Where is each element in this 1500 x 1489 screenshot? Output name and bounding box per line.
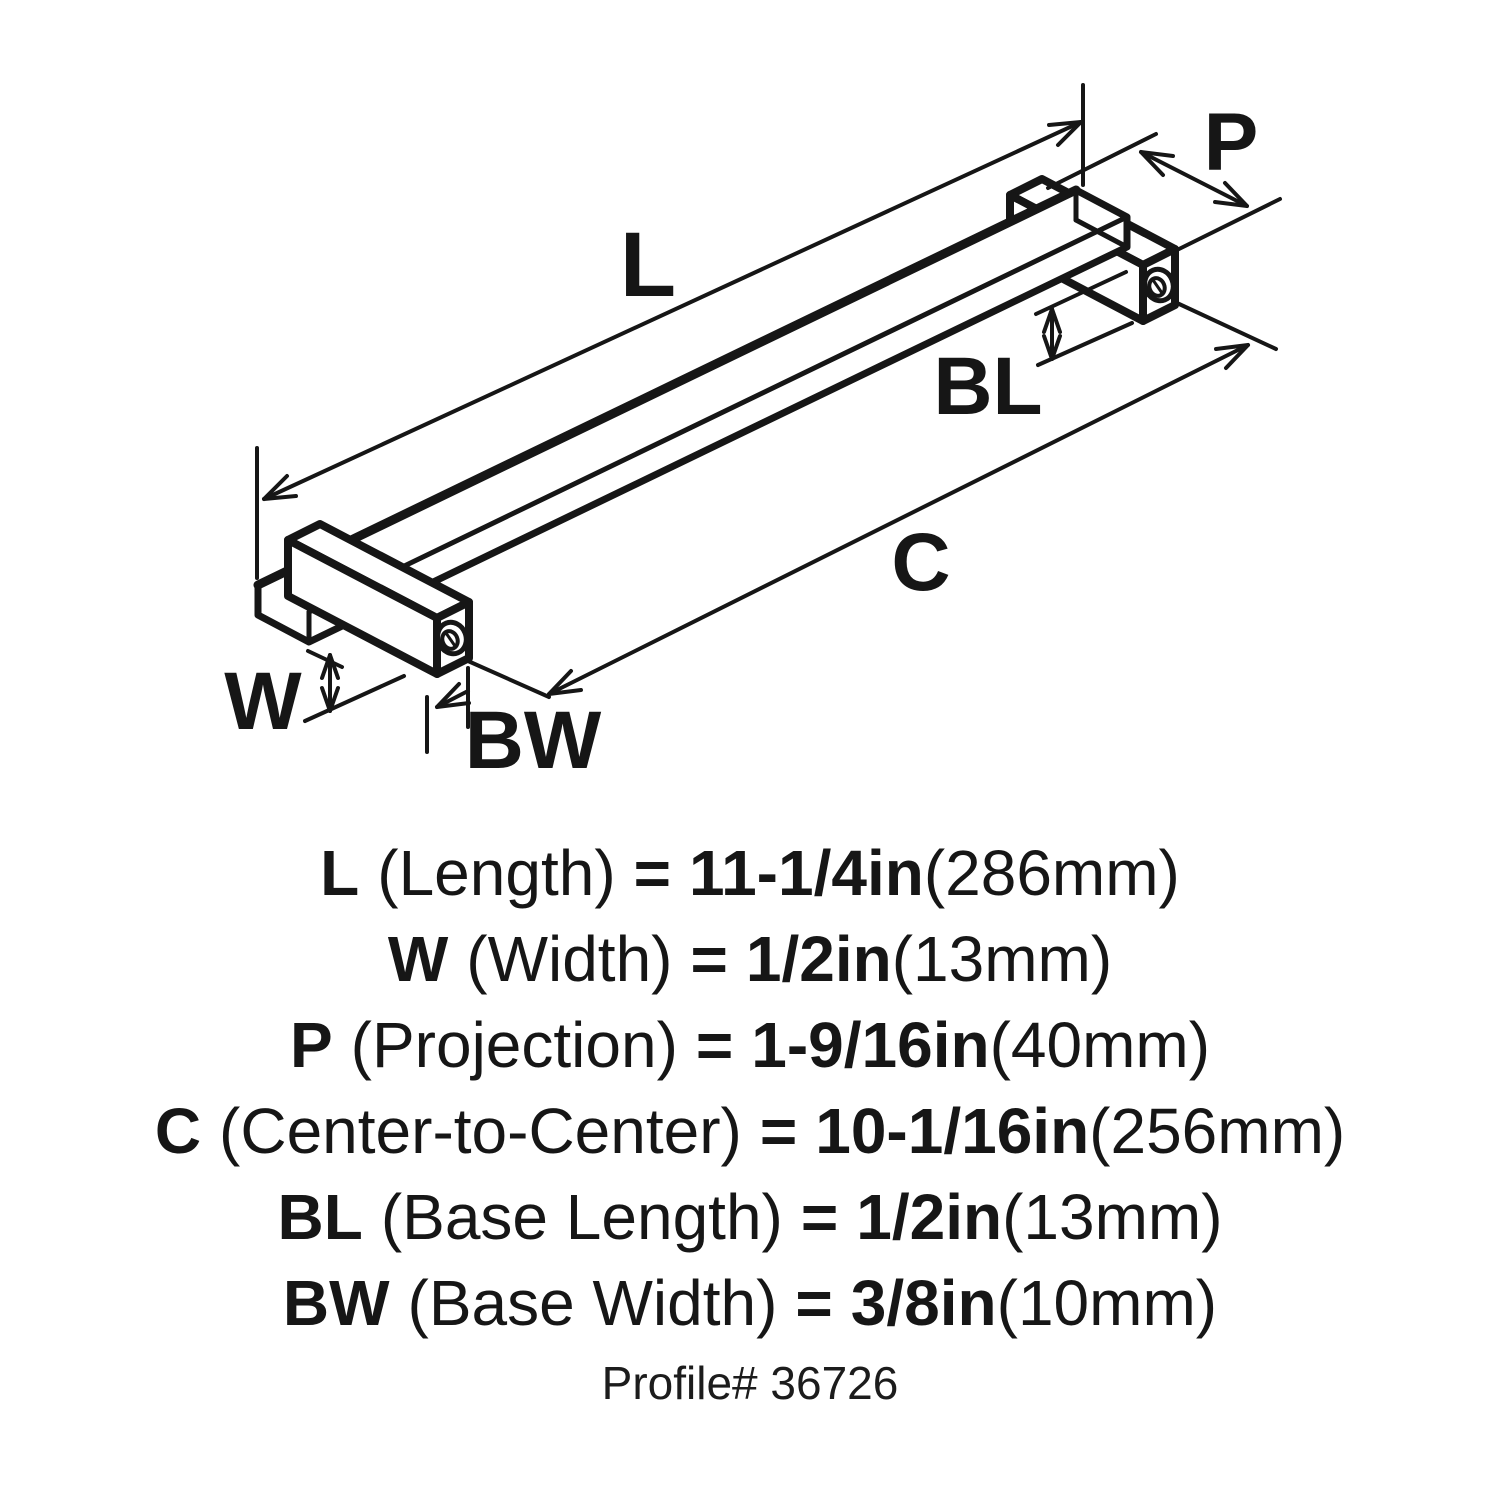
spec-name: (Projection)	[350, 1009, 678, 1081]
spec-value-group: 10-1/16in(256mm)	[815, 1088, 1345, 1174]
dim-line-BW	[425, 666, 471, 754]
screw-hole-icon	[435, 619, 469, 657]
handle-bar	[253, 185, 1131, 646]
equals-sign: =	[633, 837, 671, 909]
spec-value: 3/8in	[850, 1267, 997, 1339]
spec-metric: (286mm)	[923, 837, 1180, 909]
dim-label-L: L	[620, 214, 676, 316]
spec-value: 1/2in	[745, 923, 892, 995]
spec-value-group: 1-9/16in(40mm)	[751, 1002, 1210, 1088]
equals-sign: =	[795, 1267, 833, 1339]
spec-code: C	[154, 1095, 202, 1167]
spec-name: (Base Length)	[380, 1181, 783, 1253]
dim-label-BW: BW	[465, 695, 602, 786]
spec-row-projection: P (Projection) = 1-9/16in(40mm)	[290, 1002, 1210, 1088]
equals-sign: =	[800, 1181, 839, 1253]
spec-row-base-length: BL (Base Length) = 1/2in(13mm)	[278, 1174, 1223, 1260]
spec-metric: (10mm)	[996, 1267, 1218, 1339]
spec-value: 10-1/16in	[815, 1095, 1090, 1167]
dim-label-W: W	[224, 656, 302, 747]
dim-line-W	[303, 649, 406, 723]
spec-metric: (13mm)	[1002, 1181, 1223, 1253]
left-base-block	[284, 520, 473, 678]
dim-label-BL: BL	[933, 341, 1042, 432]
dim-line-C	[466, 301, 1278, 699]
spec-name: (Length)	[377, 837, 616, 909]
spec-value: 1-9/16in	[751, 1009, 990, 1081]
spec-value-group: 11-1/4in(286mm)	[689, 830, 1180, 916]
equals-sign: =	[759, 1095, 798, 1167]
equals-sign: =	[690, 923, 728, 995]
profile-number: Profile# 36726	[601, 1357, 899, 1409]
spec-metric: (40mm)	[989, 1009, 1211, 1081]
spec-value: 11-1/4in	[689, 837, 924, 909]
dim-line-BL	[1034, 270, 1134, 367]
spec-value-group: 1/2in(13mm)	[746, 916, 1112, 1002]
spec-code: W	[387, 923, 449, 995]
spec-row-length: L (Length) = 11-1/4in(286mm)	[320, 830, 1180, 916]
spec-name: (Base Width)	[407, 1267, 778, 1339]
spec-row-base-width: BW (Base Width) = 3/8in(10mm)	[283, 1260, 1217, 1346]
dimension-diagram: L P BL C W BW	[224, 83, 1282, 786]
dim-line-L	[255, 83, 1085, 580]
spec-row-center-to-center: C (Center-to-Center) = 10-1/16in(256mm)	[155, 1088, 1345, 1174]
spec-row-width: W (Width) = 1/2in(13mm)	[388, 916, 1112, 1002]
spec-code: L	[320, 837, 360, 909]
spec-code: BL	[277, 1181, 363, 1253]
dim-line-P	[1046, 132, 1282, 252]
equals-sign: =	[695, 1009, 734, 1081]
spec-name: (Width)	[466, 923, 673, 995]
spec-list: L (Length) = 11-1/4in(286mm) W (Width) =…	[0, 830, 1500, 1346]
spec-metric: (256mm)	[1089, 1095, 1346, 1167]
spec-code: BW	[282, 1267, 390, 1339]
spec-name: (Center-to-Center)	[219, 1095, 742, 1167]
spec-value-group: 1/2in(13mm)	[856, 1174, 1222, 1260]
spec-value-group: 3/8in(10mm)	[851, 1260, 1217, 1346]
screw-hole-icon	[1142, 266, 1176, 304]
spec-value: 1/2in	[856, 1181, 1003, 1253]
spec-metric: (13mm)	[891, 923, 1113, 995]
spec-code: P	[289, 1009, 333, 1081]
dim-label-P: P	[1204, 97, 1259, 188]
dim-label-C: C	[891, 517, 950, 608]
